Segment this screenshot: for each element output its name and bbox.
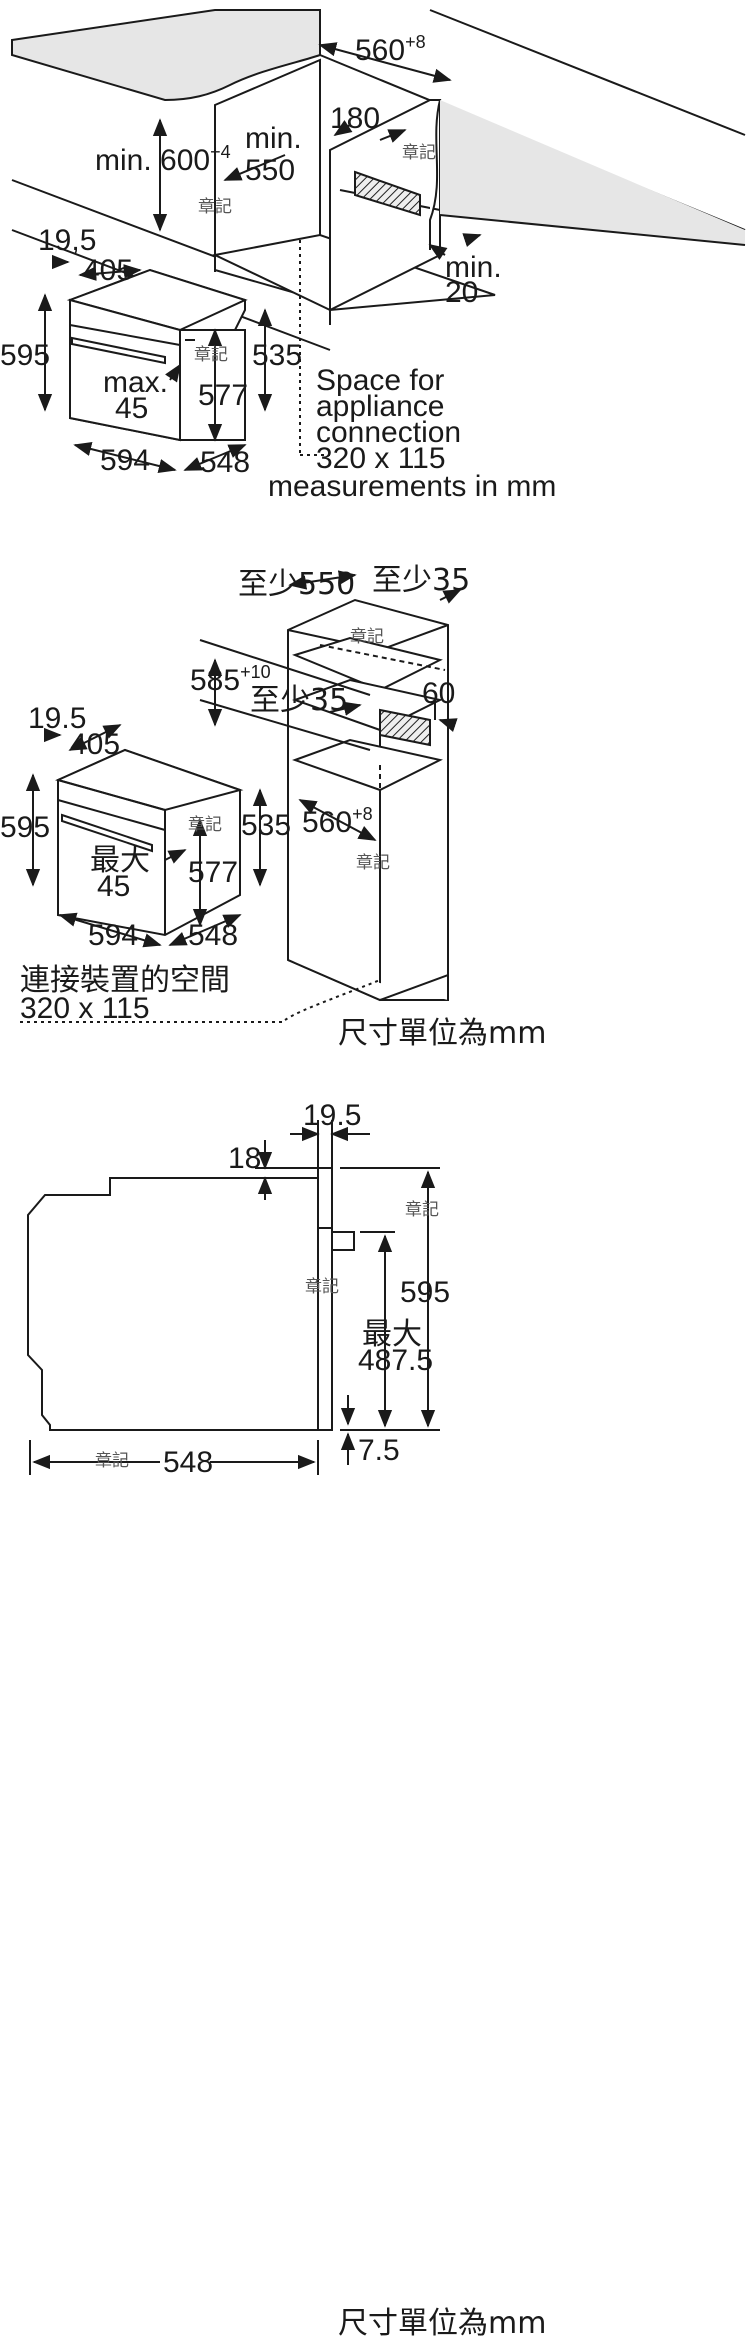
d2-stamp-3: 章記	[356, 853, 390, 873]
d1-note-line1: Space for	[316, 364, 444, 397]
oven-handle-2	[61, 813, 153, 853]
d1-width-label: 560+8	[355, 32, 426, 67]
d2-stamp-1: 章記	[350, 627, 384, 647]
d1-h-left-label: 595	[0, 339, 50, 372]
d1-stamp-2: 章記	[198, 197, 232, 217]
vent-opening-2	[379, 708, 431, 747]
worktop	[11, 9, 321, 102]
d3-depth-label: 548	[163, 1446, 213, 1479]
d2-note-line1: 連接裝置的空間	[20, 963, 230, 998]
d2-h-right-label: 535	[241, 809, 291, 842]
d3-bottom-label: 7.5	[358, 1434, 400, 1467]
d1-h-right-label: 535	[252, 339, 302, 372]
d1-gap-line1: min.	[445, 251, 502, 284]
d3-top-gap-label: 18	[228, 1142, 261, 1175]
d2-top-label: 至少550	[238, 567, 355, 602]
d1-depth-line1: min.	[245, 122, 302, 155]
d1-max-line2: 45	[115, 392, 148, 425]
d1-note-line3: connection	[316, 416, 461, 449]
diagram-tall-housing	[20, 570, 462, 1023]
d2-height-label: 585+10	[190, 662, 271, 697]
d3-max-line2: 487.5	[358, 1344, 433, 1377]
diagram2-labels: 至少550 至少35 585+10 至少35 60 19.5 405 595 5…	[0, 563, 546, 1051]
d1-units: measurements in mm	[268, 470, 556, 503]
d1-height-label: min. 600+4	[95, 142, 231, 177]
d2-door-label: 19.5	[28, 702, 86, 735]
d2-top-depth-label: 405	[70, 728, 120, 761]
d3-stamp-1: 章記	[405, 1200, 439, 1220]
d2-inner-label: 577	[188, 856, 238, 889]
d1-vent-label: 180	[330, 102, 380, 135]
diagram-side-profile	[27, 1120, 440, 1475]
diagram-under-counter	[11, 9, 746, 474]
d3-units: 尺寸單位為mm	[338, 2306, 546, 2341]
d2-d-label: 548	[188, 919, 238, 952]
d2-max-line2: 45	[97, 870, 130, 903]
d3-height-label: 595	[400, 1276, 450, 1309]
d2-h-left-label: 595	[0, 811, 50, 844]
oven-profile	[27, 1177, 319, 1431]
oven-handle-1	[71, 336, 166, 365]
d1-d-label: 548	[200, 446, 250, 479]
d1-depth-line2: 550	[245, 154, 295, 187]
d2-w-label: 594	[88, 919, 138, 952]
d2-top-right-label: 至少35	[372, 563, 470, 598]
d3-door-label: 19.5	[303, 1099, 361, 1132]
d1-gap-line2: 20	[445, 276, 478, 309]
d3-max-line1: 最大	[362, 1317, 422, 1352]
d3-stamp-2: 章記	[305, 1277, 339, 1297]
d2-units: 尺寸單位為mm	[338, 1016, 546, 1051]
d2-60-label: 60	[422, 677, 455, 710]
diagram1-labels: 560+8 min. 600+4 min. 550 180 min. 20 19…	[0, 32, 556, 503]
d1-note-line4: 320 x 115	[316, 442, 446, 475]
d2-min35-label: 至少35	[250, 683, 348, 718]
d2-stamp-2: 章記	[188, 815, 222, 835]
oven-door	[317, 1167, 333, 1431]
d1-max-line1: max.	[103, 366, 168, 399]
d1-stamp-1: 章記	[402, 143, 436, 163]
d2-max-line1: 最大	[90, 843, 150, 878]
d1-inner-label: 577	[198, 379, 248, 412]
d2-note-line2: 320 x 115	[20, 992, 150, 1025]
d1-note-line2: appliance	[316, 390, 444, 423]
d1-stamp-3: 章記	[194, 345, 228, 365]
oven-knob	[331, 1231, 355, 1251]
d1-w-label: 594	[100, 444, 150, 477]
vent-opening	[354, 170, 421, 217]
d1-top-depth-label: 405	[83, 254, 133, 287]
d2-niche-label: 560+8	[302, 804, 373, 839]
d3-stamp-3: 章記	[95, 1451, 129, 1471]
diagram3-labels: 19.5 18 595 最大 487.5 7.5 548 尺寸單位為mm 章記 …	[95, 1099, 546, 2341]
d1-door-label: 19,5	[38, 224, 96, 257]
